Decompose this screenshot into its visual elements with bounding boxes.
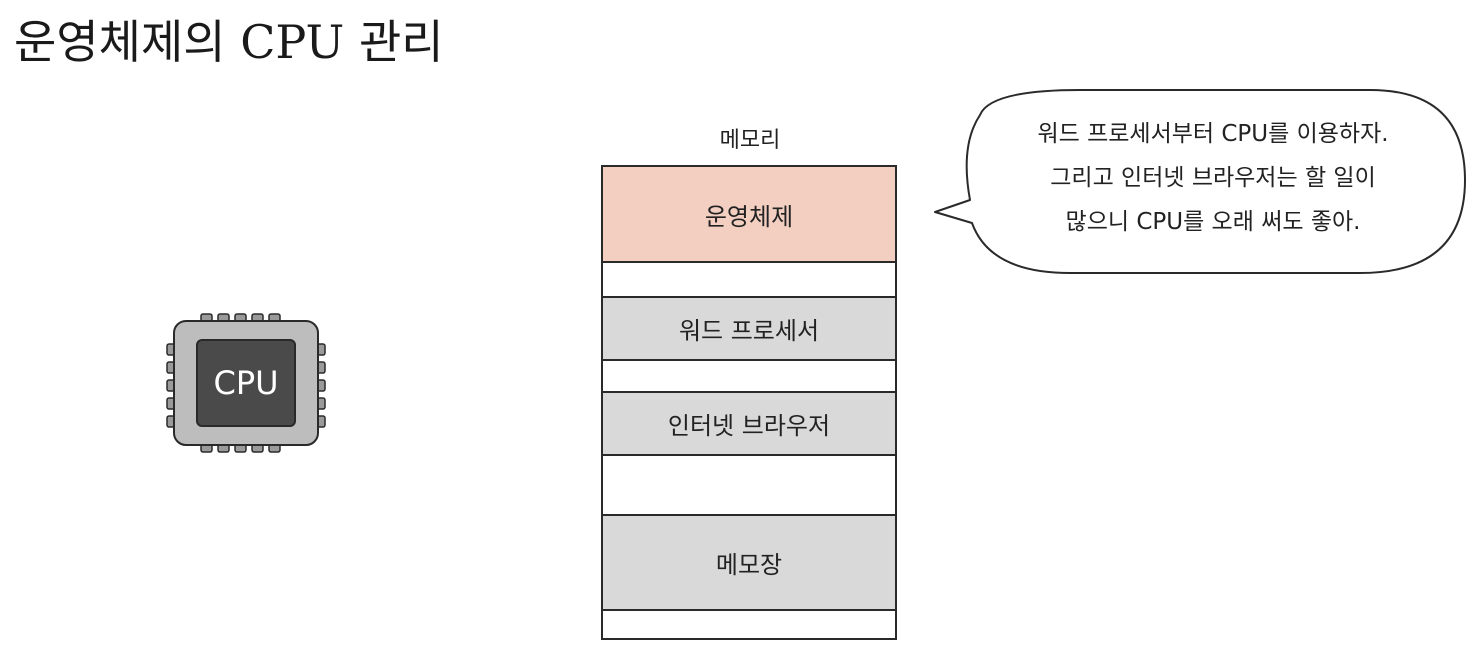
cpu-label: CPU [213, 364, 279, 402]
speech-line: 워드 프로세서부터 CPU를 이용하자. [1037, 121, 1389, 147]
cpu-chip-icon [166, 313, 326, 453]
memory-segment-internet-browser-label: 인터넷 브라우저 [667, 412, 831, 440]
memory-segment-word-processor-label: 워드 프로세서 [678, 317, 820, 345]
memory-segment-word-processor: 워드 프로세서 [603, 296, 895, 361]
speech-line: 많으니 CPU를 오래 써도 좋아. [1065, 209, 1361, 235]
speech-bubble [934, 89, 1466, 274]
memory-segment-os-label: 운영체제 [704, 202, 794, 231]
memory-block: 운영체제 워드 프로세서 인터넷 브라우저 메모장 [601, 165, 897, 640]
speech-bubble-text: 워드 프로세서부터 CPU를 이용하자. 그리고 인터넷 브라우저는 할 일이 … [968, 112, 1458, 244]
speech-line: 그리고 인터넷 브라우저는 할 일이 [1050, 165, 1376, 191]
memory-segment-os: 운영체제 [603, 167, 895, 263]
memory-segment-notepad-label: 메모장 [715, 551, 783, 579]
memory-label: 메모리 [719, 128, 781, 153]
memory-segment-internet-browser: 인터넷 브라우저 [603, 391, 895, 456]
page-title: 운영체제의 CPU 관리 [14, 15, 444, 69]
memory-segment-notepad: 메모장 [603, 514, 895, 611]
cpu-chip: CPU [165, 312, 329, 454]
